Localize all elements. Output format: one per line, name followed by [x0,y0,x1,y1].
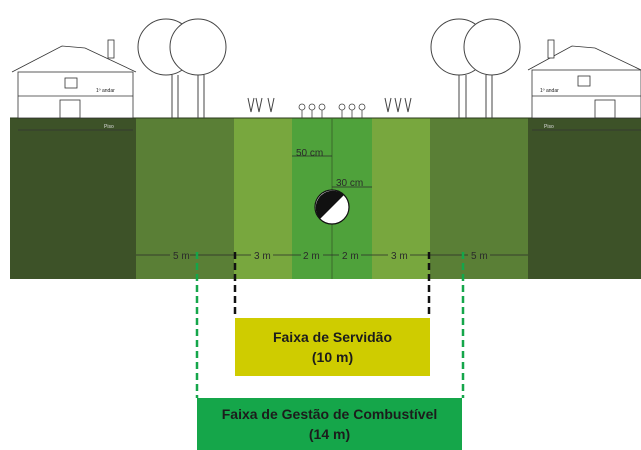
house-left-ground-label: Piso [104,124,114,130]
house-left-stairs [59,99,81,119]
dim-left-3m: 3 m [254,251,271,262]
dim-bg-1 [170,249,190,261]
dim-bg-5 [388,249,410,261]
dim-bg-2 [251,249,273,261]
shrub-icon [247,97,255,113]
shrub-icon [394,97,402,113]
flower-icon [358,103,366,111]
house-right-window [577,75,591,87]
house-right-floor-label: 1º andar [540,88,559,94]
flower-icon [308,103,316,111]
dim-left-5m: 5 m [173,251,190,262]
house-left-window [64,77,78,89]
house-right-body [531,69,641,119]
gestao-title: Faixa de Gestão de Combustível [221,406,438,422]
pipe-group: 50 cm 30 cm [292,118,372,279]
dimension-line: 5 m 3 m 2 m 2 m 3 m 5 m [136,249,528,262]
house-left-roof [11,45,137,73]
house-right [527,39,641,131]
house-right-roof [527,45,641,71]
dim-left-2m: 2 m [303,251,320,262]
house-right-chimney [547,39,555,59]
gestao-width: (14 m) [308,426,351,442]
dim-right-3m: 3 m [391,251,408,262]
shrub-icon [255,97,263,113]
dim-right-2m: 2 m [342,251,359,262]
shrub-icon [384,97,392,113]
depth-label: 50 cm [296,148,323,159]
dim-bg-6 [468,249,490,261]
gestao-box: Faixa de Gestão de Combustível (14 m) [197,398,462,450]
flower-icon [318,103,326,111]
trees-right [430,18,521,118]
band-outer-left [10,118,136,279]
trees-left [137,18,227,118]
house-left-chimney [107,39,115,59]
shrubs [247,97,412,113]
shrub-icon [404,97,412,113]
pipe-fill [315,190,344,219]
dim-bg-3 [301,249,323,261]
house-right-ground-label: Piso [544,124,554,130]
house-left-floor-label: 1º andar [96,88,115,94]
flower-icon [298,103,306,111]
servidao-width: (10 m) [311,349,354,365]
servidao-bracket [233,252,431,318]
tree-left-2-icon [169,18,227,76]
flower-icon [338,103,346,111]
house-left [11,39,137,131]
shrub-icon [267,97,275,113]
band-outer-right [528,118,641,279]
house-left-body [17,71,134,119]
house-right-stairs [594,99,616,119]
flower-icon [348,103,356,111]
tree-right-2-icon [463,18,521,76]
servidao-box: Faixa de Servidão (10 m) [235,318,430,376]
flowers [298,103,366,118]
gestao-bracket [195,252,465,398]
dim-bg-4 [339,249,361,261]
servidao-title: Faixa de Servidão [272,329,393,345]
dim-right-5m: 5 m [471,251,488,262]
diameter-label: 30 cm [336,178,363,189]
